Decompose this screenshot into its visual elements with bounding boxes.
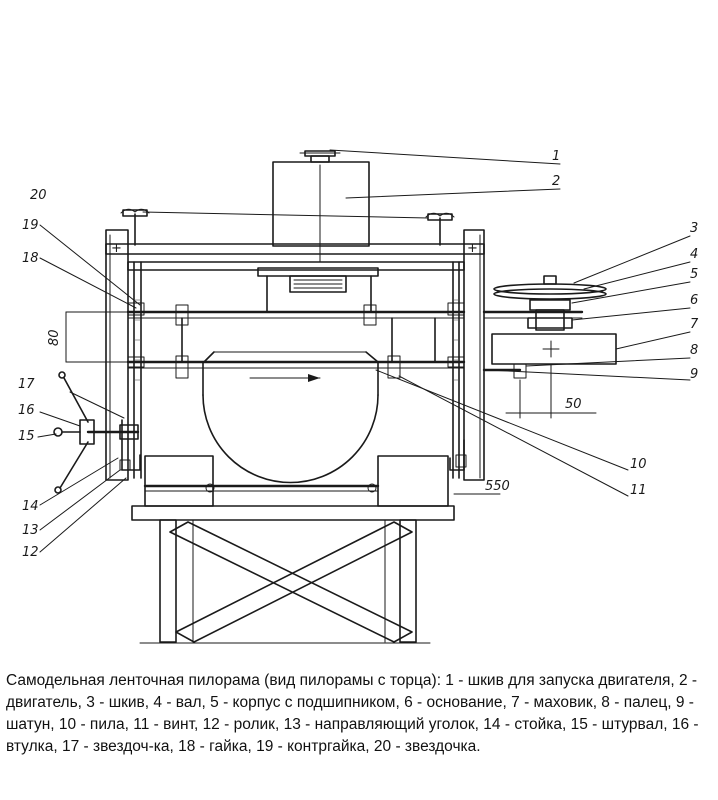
callout-8: 8: [690, 343, 698, 358]
trestle-stand: [139, 519, 431, 644]
callout-3: 3: [690, 221, 698, 236]
leader-lines: [37, 149, 691, 553]
svg-text:+: +: [467, 241, 478, 256]
svg-text:+: +: [111, 241, 122, 256]
callout-17: 17: [18, 377, 35, 392]
sawmill-drawing: + +: [18, 149, 699, 644]
base-board: [131, 455, 455, 521]
callout-12: 12: [22, 545, 39, 560]
callout-5: 5: [690, 267, 698, 282]
callout-numbers: 1 2 3 4 5 6 7 8 9 10 11 12 13 14 15 16 1…: [18, 149, 699, 560]
callout-14: 14: [22, 499, 39, 514]
callout-9: 9: [690, 367, 698, 382]
top-sprockets: [120, 208, 455, 246]
dimension-labels: 80 50 550: [47, 329, 582, 494]
callout-18: 18: [22, 251, 39, 266]
frame: + +: [105, 229, 485, 481]
dimension-80: 80: [47, 329, 62, 346]
callout-6: 6: [690, 293, 698, 308]
callout-4: 4: [690, 247, 698, 262]
saw-wheel: [202, 351, 379, 484]
callout-20: 20: [30, 188, 47, 203]
callout-1: 1: [552, 149, 560, 164]
callout-11: 11: [630, 483, 647, 498]
callout-2: 2: [552, 174, 560, 189]
dimension-50: 50: [565, 397, 582, 412]
dimension-550: 550: [485, 479, 510, 494]
callout-15: 15: [18, 429, 35, 444]
callout-10: 10: [630, 457, 647, 472]
callout-13: 13: [22, 523, 39, 538]
callout-16: 16: [18, 403, 35, 418]
handwheel: [53, 371, 140, 494]
engine-mount: [257, 267, 379, 313]
engine: [272, 150, 370, 263]
figure-caption: Самодельная ленточная пилорама (вид пило…: [6, 672, 699, 755]
callout-7: 7: [690, 317, 699, 332]
drive-assembly: [482, 275, 617, 419]
callout-19: 19: [22, 218, 39, 233]
horizontal-rods: [126, 302, 466, 379]
